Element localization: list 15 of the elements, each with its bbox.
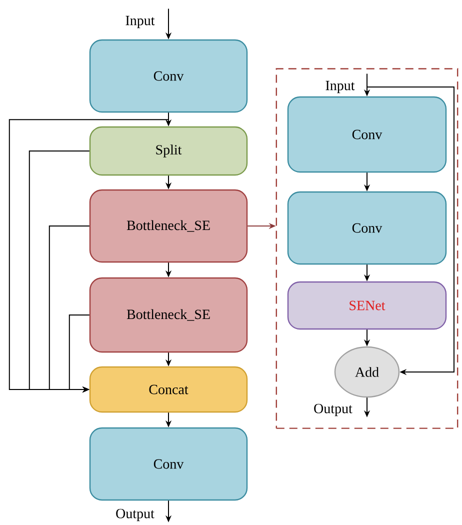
flow-label: Output [314, 404, 352, 416]
flow-label: Input [326, 80, 355, 94]
process-box: Conv [287, 191, 447, 265]
process-box: Concat [89, 366, 248, 413]
process-box: Split [89, 126, 248, 176]
dashed-frame [276, 68, 458, 429]
process-box: Bottleneck_SE [89, 277, 248, 353]
process-box: SENet [287, 281, 447, 330]
process-box: Conv [89, 427, 248, 501]
flow-label: Output [116, 508, 154, 522]
process-box: Bottleneck_SE [89, 189, 248, 263]
process-box: Conv [287, 96, 447, 173]
process-box: Conv [89, 39, 248, 113]
flow-label: Input [126, 16, 155, 28]
arrow [366, 86, 454, 376]
